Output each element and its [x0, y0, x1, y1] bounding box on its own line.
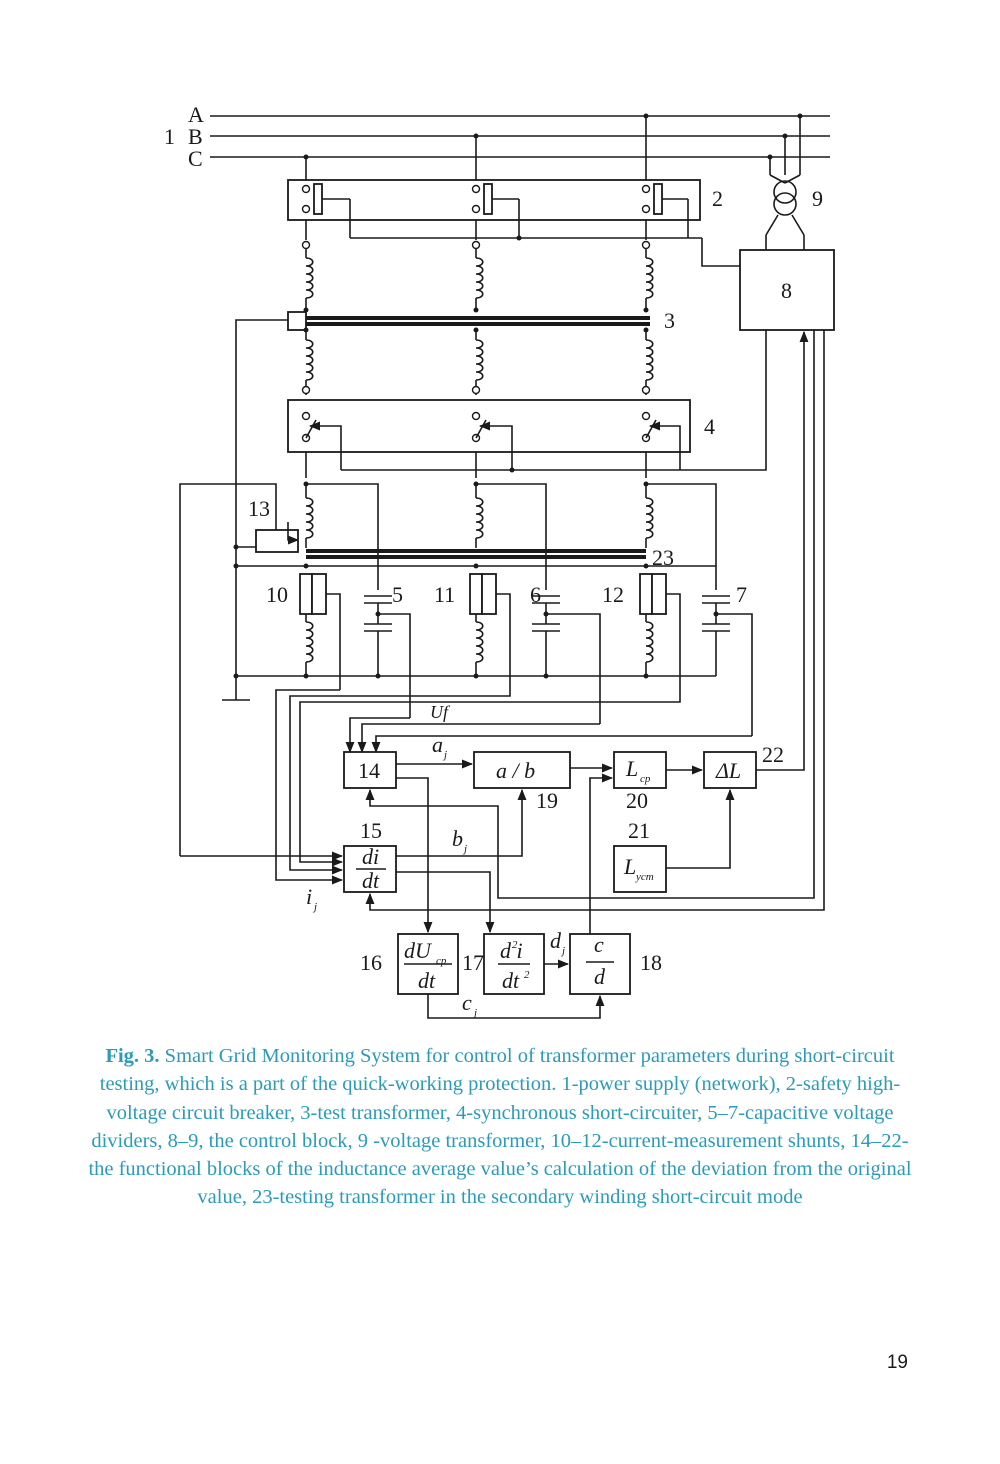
caption-text: Smart Grid Monitoring System for control… — [88, 1045, 912, 1209]
block-9-label: 9 — [812, 186, 823, 211]
svg-text:cp: cp — [436, 955, 447, 967]
test-transformer: 3 — [287, 240, 675, 395]
bj-signal-label: b j — [452, 826, 467, 855]
block-19-label: 19 — [536, 788, 558, 813]
svg-text:c: c — [462, 990, 472, 1015]
deviation-block-text: ΔL — [715, 758, 741, 783]
svg-text:i: i — [306, 884, 312, 909]
block-16-label: 16 — [360, 950, 382, 975]
block-21-label: 21 — [628, 818, 650, 843]
block-7-label: 7 — [736, 582, 747, 607]
derivative-denominator: dt — [362, 868, 380, 893]
svg-text:dt: dt — [418, 968, 436, 993]
block-18-text: c d — [586, 932, 614, 989]
svg-text:2: 2 — [512, 939, 518, 951]
block-8-label: 8 — [781, 278, 792, 303]
svg-text:b: b — [452, 826, 463, 851]
cj-signal-label: c j — [462, 990, 477, 1019]
svg-text:d: d — [594, 964, 606, 989]
phase-b-label: B — [188, 124, 203, 149]
aj-signal-label: a j — [432, 732, 447, 761]
block-22-label: 22 — [762, 742, 784, 767]
block-2-label: 2 — [712, 186, 723, 211]
network-number: 1 — [164, 124, 175, 149]
block-23-label: 23 — [652, 545, 674, 570]
ratio-block — [473, 751, 571, 789]
svg-text:c: c — [594, 932, 604, 957]
current-shunts: 10 11 12 — [266, 573, 681, 690]
svg-text:dt: dt — [502, 968, 520, 993]
block-13-label: 13 — [248, 496, 270, 521]
phase-a-label: A — [188, 102, 204, 127]
breaker-phase-b — [471, 183, 522, 241]
block-10-label: 10 — [266, 582, 288, 607]
derivative-numerator: di — [362, 844, 379, 869]
block-5-label: 5 — [392, 582, 403, 607]
block-14 — [343, 751, 397, 789]
circuit-breaker-block: 2 — [287, 179, 740, 267]
svg-text:j: j — [560, 945, 565, 957]
ij-signal-label: i j — [306, 884, 317, 913]
block-17-label: 17 — [462, 950, 484, 975]
short-circuiter-block: 4 — [287, 330, 767, 473]
block-17-text: d i 2 dt 2 — [498, 938, 530, 993]
svg-text:j: j — [312, 901, 317, 913]
figure-label: Fig. 3. — [105, 1045, 160, 1067]
ratio-cd-block — [569, 933, 631, 995]
figure-caption: Fig. 3. Smart Grid Monitoring System for… — [80, 1042, 920, 1212]
breaker-phase-a — [301, 183, 351, 238]
svg-text:j: j — [462, 843, 467, 855]
phase-c-label: C — [188, 146, 203, 171]
block-4-label: 4 — [704, 414, 715, 439]
svg-text:j: j — [442, 749, 447, 761]
voltage-transformer: 9 — [765, 180, 823, 250]
block-14-label: 14 — [358, 758, 380, 783]
power-network: A B C 1 — [164, 102, 830, 171]
block-21-text: L уст — [623, 854, 654, 883]
block-13: 13 — [179, 483, 300, 856]
svg-text:a: a — [432, 732, 443, 757]
dj-signal-label: d j — [550, 928, 565, 957]
block-11-label: 11 — [434, 582, 455, 607]
svg-text:L: L — [625, 756, 638, 781]
block-12-label: 12 — [602, 582, 624, 607]
block-20-label: 20 — [626, 788, 648, 813]
svg-text:уст: уст — [635, 871, 654, 883]
svg-text:d: d — [550, 928, 562, 953]
svg-text:2: 2 — [524, 969, 530, 981]
svg-text:cp: cp — [640, 773, 651, 785]
block-16-text: dU cp dt — [404, 938, 452, 993]
block-3-label: 3 — [664, 308, 675, 333]
capacitive-dividers: 5 6 7 — [364, 582, 753, 736]
block-20-text: L cp — [625, 756, 651, 785]
svg-text:j: j — [472, 1007, 477, 1019]
uf-signal-label: Uf — [430, 702, 451, 722]
svg-text:L: L — [623, 854, 636, 879]
control-block — [739, 249, 835, 331]
svg-text:d i: d i — [500, 938, 523, 963]
reference-inductance-block — [613, 845, 667, 893]
ratio-block-text: a / b — [496, 758, 535, 783]
breaker-phase-c — [641, 183, 689, 238]
block-18-label: 18 — [640, 950, 662, 975]
testing-transformer: 23 — [233, 481, 717, 590]
average-inductance-block — [613, 751, 667, 789]
block-6-label: 6 — [530, 582, 541, 607]
circuit-diagram: A B C 1 — [164, 102, 835, 1019]
deviation-block — [703, 751, 757, 789]
page-number: 19 — [886, 1352, 908, 1373]
svg-text:dU: dU — [404, 938, 433, 963]
block-15-label: 15 — [360, 818, 382, 843]
